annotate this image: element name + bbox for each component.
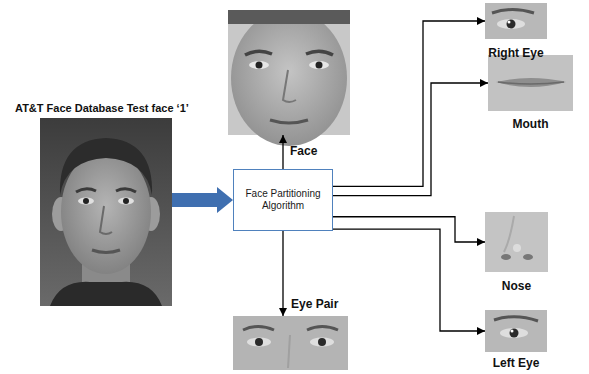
part-label: Eye Pair	[291, 297, 338, 311]
label-holder: Eye Pair	[291, 294, 338, 312]
eye-pair-image: Eye Pair	[233, 316, 348, 370]
part-label: Nose	[502, 279, 531, 293]
nose-photo	[485, 212, 548, 272]
process-label: Face Partitioning Algorithm	[241, 188, 325, 212]
mouth-photo	[488, 55, 573, 111]
label-holder: Face	[290, 141, 317, 159]
label-holder: Right Eye	[475, 43, 557, 61]
left-eye-image: Left Eye	[485, 310, 547, 352]
arrow-line	[333, 229, 485, 331]
arrow-line	[333, 21, 485, 186]
input-photo	[40, 118, 172, 306]
arrow-line	[333, 83, 488, 196]
part-label: Face	[290, 144, 317, 158]
face-photo	[228, 10, 350, 146]
right-eye-photo	[485, 3, 547, 39]
block-arrow	[172, 187, 233, 213]
nose-image: Nose	[485, 212, 548, 272]
part-label: AT&T Face Database Test face ‘1’	[15, 102, 189, 114]
left-eye-photo	[485, 310, 547, 352]
arrow-line	[282, 135, 283, 169]
input-image: AT&T Face Database Test face ‘1’	[40, 118, 172, 306]
face-image: Face	[228, 10, 350, 135]
right-eye-image: Right Eye	[485, 3, 547, 39]
part-label: Left Eye	[493, 356, 540, 370]
mouth-image: Mouth	[488, 55, 573, 111]
part-label: Mouth	[513, 117, 549, 131]
label-holder: Left Eye	[475, 353, 557, 371]
arrow-line	[282, 231, 283, 316]
label-holder: Mouth	[488, 114, 573, 132]
eye-pair-photo	[233, 316, 348, 370]
label-holder: AT&T Face Database Test face ‘1’	[15, 98, 189, 116]
part-label: Right Eye	[488, 46, 543, 60]
label-holder: Nose	[485, 276, 548, 294]
process-box: Face Partitioning Algorithm	[233, 169, 333, 231]
